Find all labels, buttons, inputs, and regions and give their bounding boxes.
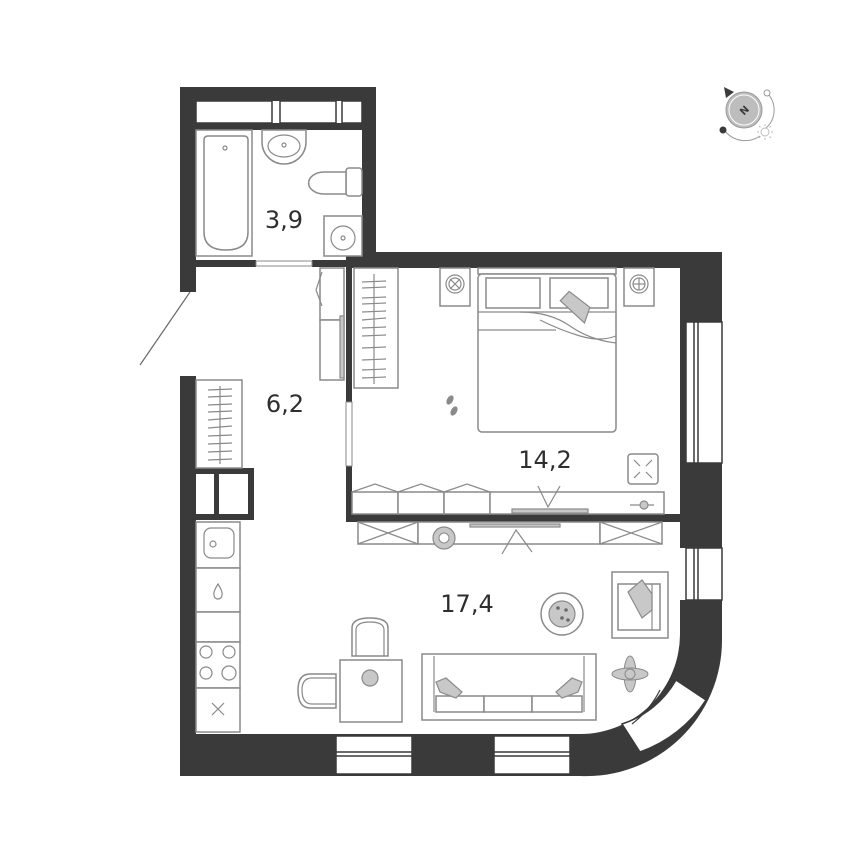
bedroom-tv-icon — [511, 485, 589, 514]
room-area-living-kitchen: 17,4 — [440, 590, 493, 618]
sofa-icon — [421, 653, 597, 721]
coffee-table-icon — [540, 592, 584, 636]
air-conditioner-icon — [627, 453, 659, 485]
bathroom-fixtures: 3,9 — [195, 129, 363, 257]
bathtub-icon — [203, 135, 249, 251]
room-area-bedroom: 14,2 — [518, 446, 571, 474]
bedroom-door — [345, 401, 353, 467]
entrance-door — [139, 291, 191, 366]
sun-icon — [757, 124, 773, 140]
kitchen-counter — [195, 521, 241, 733]
washbasin-icon — [323, 215, 363, 257]
chair-top-icon — [351, 617, 389, 657]
bedroom-dresser — [351, 483, 665, 515]
armchair-icon — [611, 571, 669, 639]
windows — [195, 100, 723, 775]
living-window-bottom-2 — [493, 735, 571, 775]
chair-left-icon — [297, 673, 337, 709]
slippers-icon — [446, 395, 458, 416]
living-tv-console — [357, 521, 663, 555]
room-area-hallway: 6,2 — [266, 390, 304, 418]
hallway-wardrobe-icon — [195, 379, 243, 469]
bedroom-window — [685, 321, 723, 464]
kitchen-sink-icon — [203, 527, 235, 559]
water-drop-icon — [213, 582, 223, 600]
plant-icon-top — [432, 526, 456, 550]
plant-icon-corner — [611, 655, 649, 693]
toilet-icon — [307, 167, 363, 197]
nightstand-right-icon — [623, 267, 655, 307]
living-window-right — [685, 547, 723, 601]
dining-table-icon — [297, 617, 403, 723]
living-window-bottom-1 — [335, 735, 413, 775]
living-window-corner — [620, 678, 708, 753]
hallway-furniture: 6,2 — [195, 267, 345, 469]
compass-icon: N — [719, 87, 775, 142]
nightstand-left-icon — [439, 267, 471, 307]
doors — [139, 260, 353, 467]
hallway-cabinet — [315, 267, 345, 381]
bed-icon — [477, 267, 617, 433]
bedroom-furniture: 14,2 — [351, 267, 665, 515]
room-area-bathroom: 3,9 — [265, 206, 303, 234]
stove-icon — [195, 641, 241, 689]
living-kitchen-furniture: 17,4 — [195, 521, 669, 733]
bedroom-wardrobe-icon — [353, 267, 399, 389]
